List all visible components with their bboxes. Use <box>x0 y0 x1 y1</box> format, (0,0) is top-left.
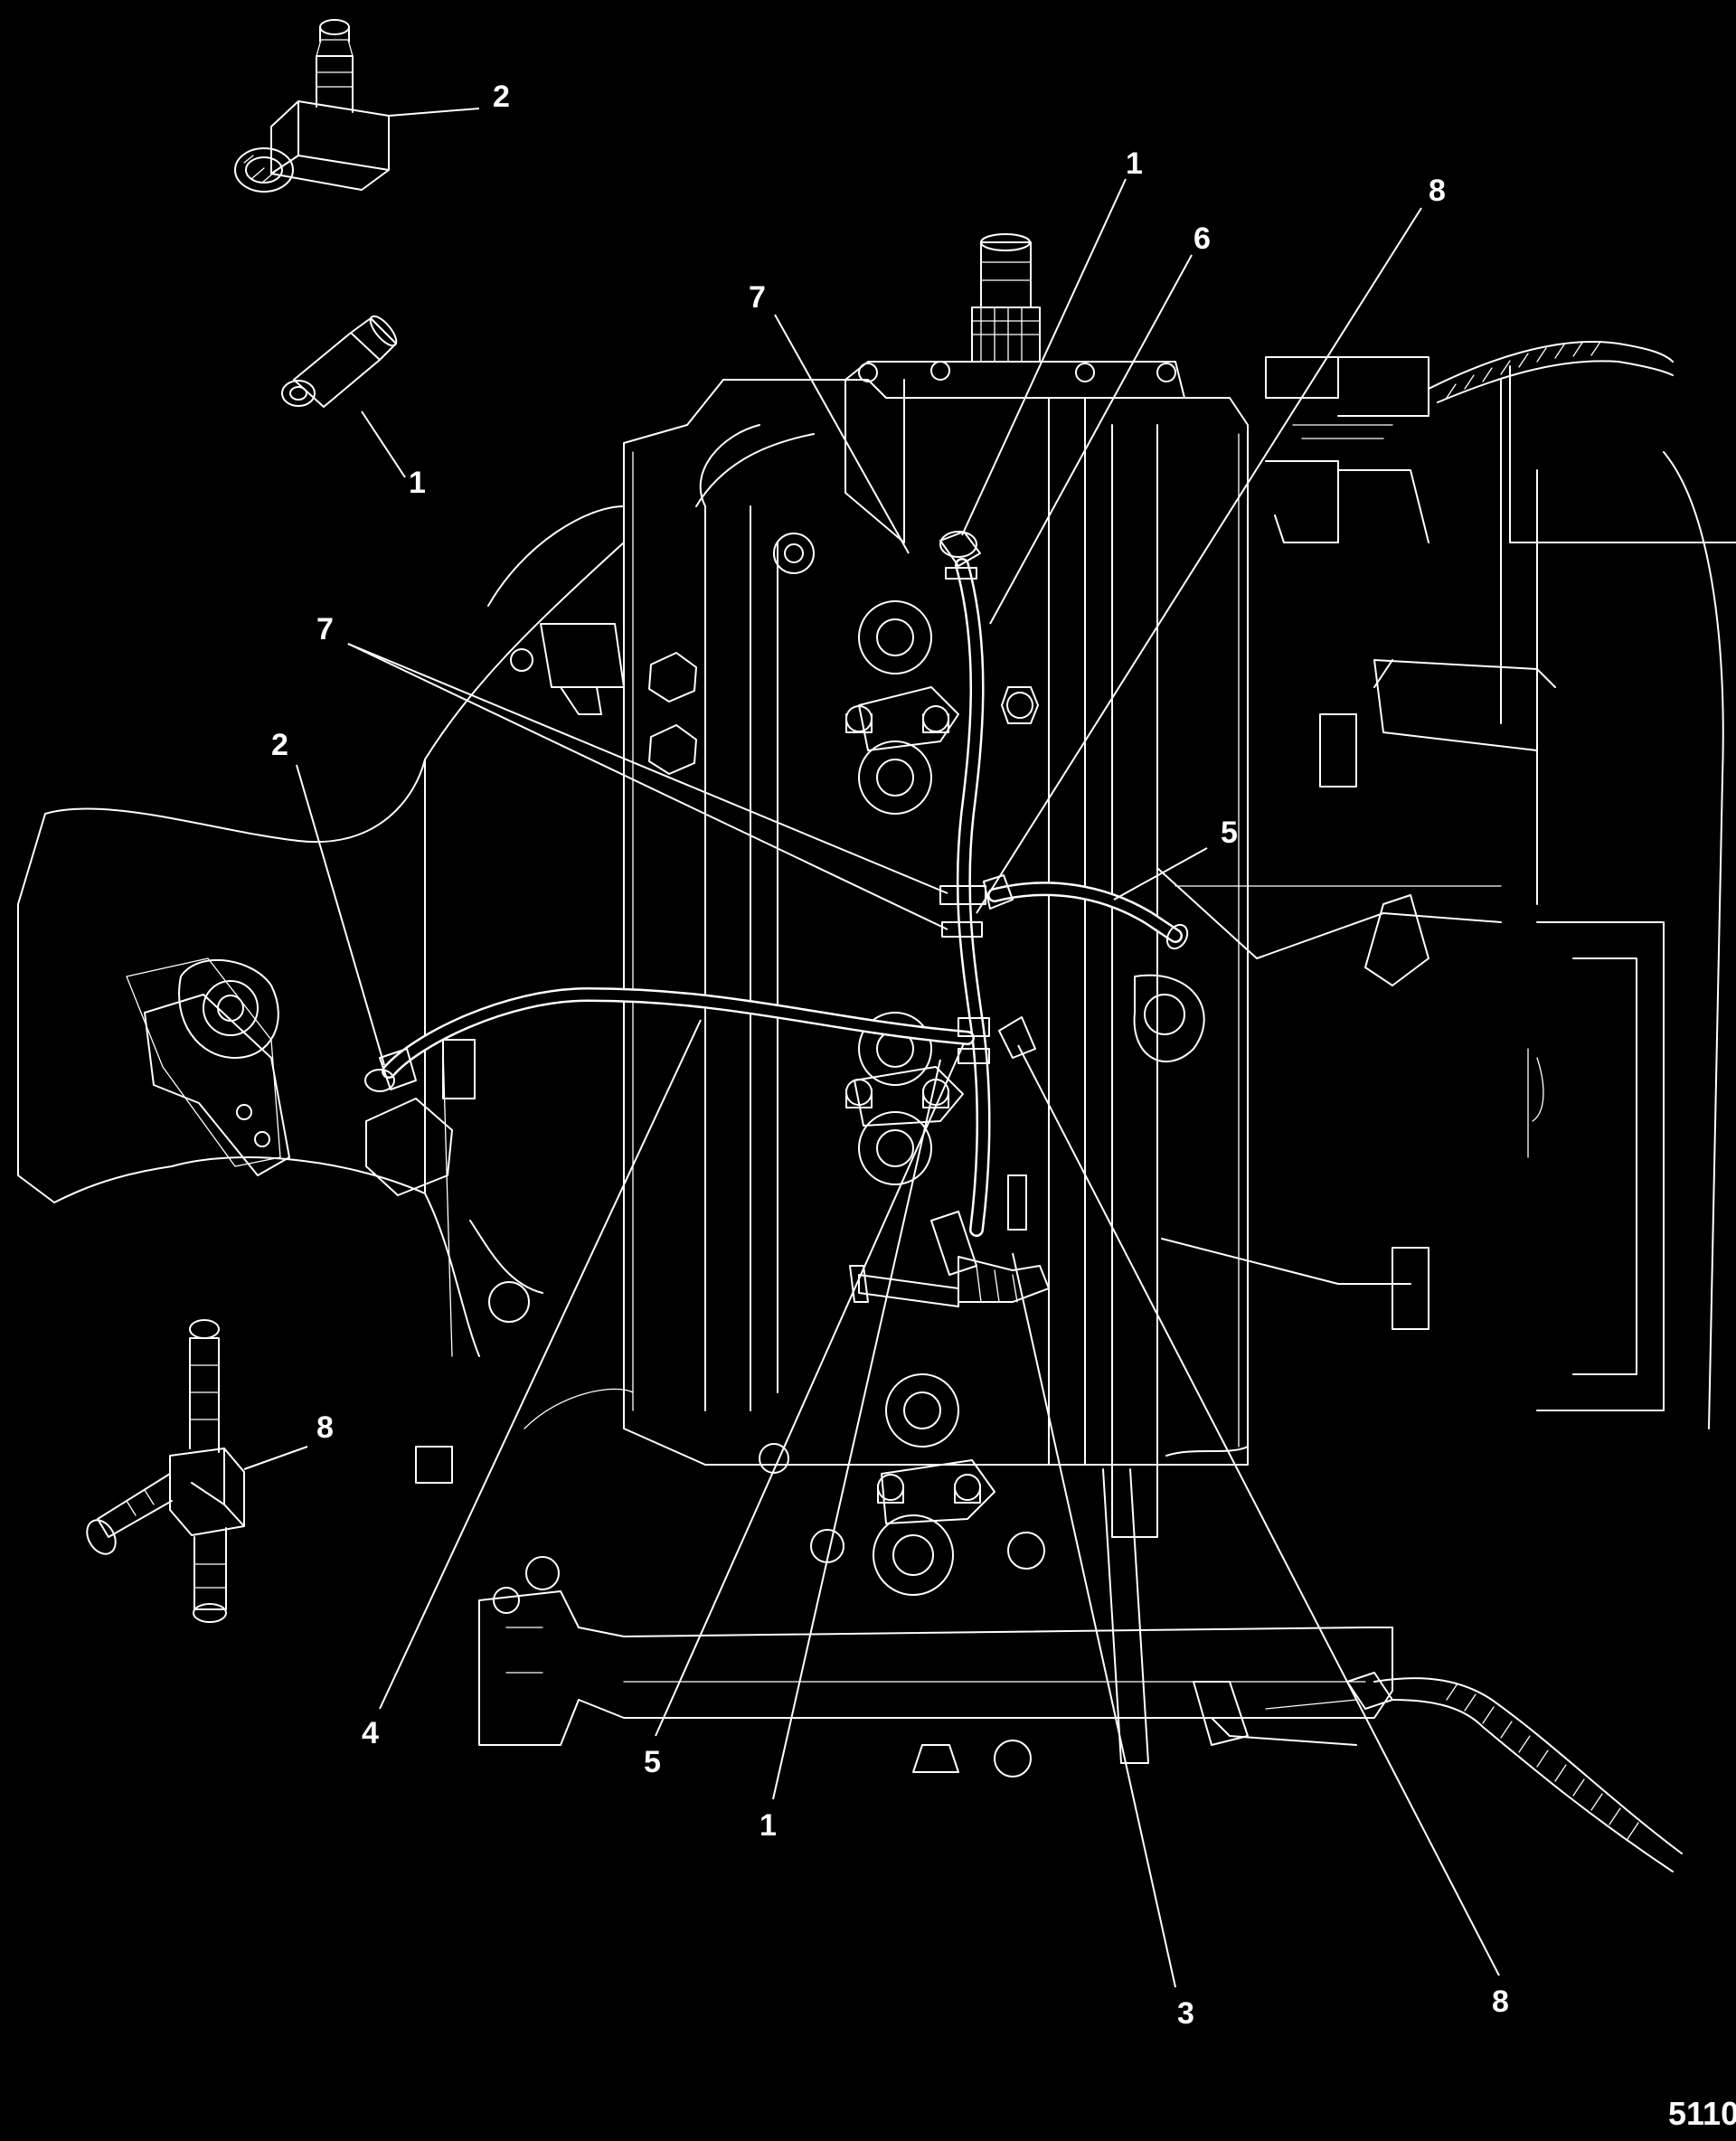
callout-7-left: 7 <box>316 612 334 646</box>
callout-1-bottom: 1 <box>760 1808 777 1843</box>
straight-fitting-part-1 <box>281 315 398 408</box>
callout-2-left: 2 <box>271 728 288 762</box>
callout-5-bottom: 5 <box>644 1745 661 1779</box>
hose-clamps <box>364 531 1036 1092</box>
elbow-fitting-part-2 <box>234 19 390 193</box>
lower-bolts <box>849 1211 1050 1307</box>
bolt-cluster-upper <box>845 686 959 751</box>
hose-horizontal-part-4 <box>382 986 975 1079</box>
bolt-cluster-lower <box>877 1459 995 1524</box>
callout-8-fitting: 8 <box>316 1410 334 1445</box>
callout-3: 3 <box>1177 1996 1194 2031</box>
engine-block <box>469 233 1393 1778</box>
callout-5-right: 5 <box>1221 816 1238 850</box>
harness-right <box>1133 341 1736 1872</box>
hose-vertical-part-6 <box>955 558 991 1237</box>
callout-2-fitting: 2 <box>493 80 510 114</box>
callout-8-top: 8 <box>1429 174 1446 208</box>
tee-fitting-part-8 <box>86 1319 245 1623</box>
callout-6: 6 <box>1194 222 1211 256</box>
figure-id: 51108 <box>1668 2095 1736 2132</box>
bolt-cluster-middle <box>845 1066 964 1127</box>
callout-8-bottom: 8 <box>1492 1985 1509 2019</box>
callout-4: 4 <box>362 1716 379 1750</box>
callout-1-fitting: 1 <box>409 466 426 500</box>
callout-labels: 2 1 7 1 6 8 7 2 5 8 4 5 1 3 8 <box>271 80 1509 2031</box>
callout-1-top: 1 <box>1126 146 1143 181</box>
callout-7-top: 7 <box>749 280 766 315</box>
hose-short-part-5 <box>987 882 1189 950</box>
throttle-bracket <box>17 542 625 1484</box>
leader-lines <box>243 108 1500 1988</box>
